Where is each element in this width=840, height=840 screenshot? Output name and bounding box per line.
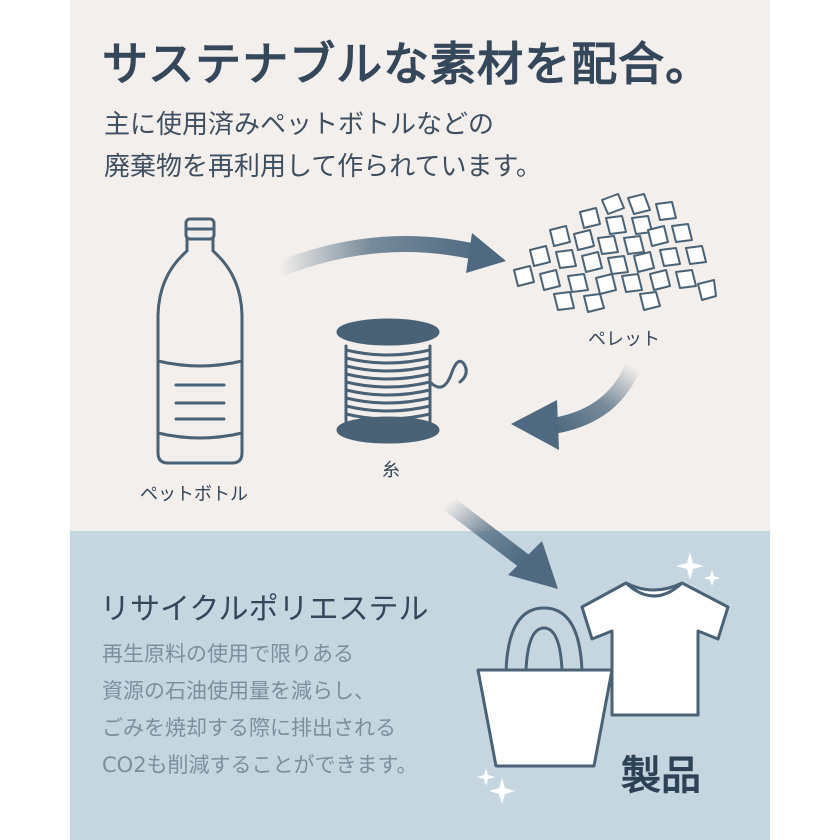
- pellets-icon: [513, 193, 717, 313]
- t-shirt-icon: [580, 581, 730, 717]
- subtitle-line-2: 廃棄物を再利用して作られています。: [104, 152, 542, 182]
- recycle-description: 再生原料の使用で限りある 資源の石油使用量を減らし、 ごみを焼却する際に排出され…: [102, 636, 417, 784]
- pet-bottle-icon: [156, 217, 244, 465]
- recycle-line-4: CO2も削減することができます。: [102, 753, 418, 777]
- arrow-bottle-to-pellet: [277, 233, 506, 277]
- tote-bag-icon: [476, 606, 614, 768]
- arrow-pellet-to-thread: [511, 362, 641, 450]
- recycle-line-1: 再生原料の使用で限りある: [102, 642, 354, 666]
- thread-spool-icon: [336, 318, 468, 444]
- bottle-label: ペットボトル: [140, 484, 248, 505]
- sparkle-icon: [676, 552, 720, 586]
- pellet-label: ペレット: [588, 329, 660, 350]
- recycle-title: リサイクルポリエステル: [100, 592, 429, 627]
- recycle-line-2: 資源の石油使用量を減らし、: [102, 679, 375, 703]
- headline: サステナブルな素材を配合。: [102, 37, 713, 91]
- infographic: サステナブルな素材を配合。 主に使用済みペットボトルなどの 廃棄物を再利用して作…: [70, 0, 770, 840]
- subtitle-line-1: 主に使用済みペットボトルなどの: [104, 110, 495, 140]
- thread-label: 糸: [382, 460, 400, 481]
- arrow-thread-to-product: [443, 496, 558, 589]
- sparkle-icon: [477, 768, 515, 804]
- subtitle: 主に使用済みペットボトルなどの 廃棄物を再利用して作られています。: [104, 104, 542, 188]
- product-label: 製品: [621, 753, 701, 799]
- recycle-line-3: ごみを焼却する際に排出される: [102, 716, 396, 740]
